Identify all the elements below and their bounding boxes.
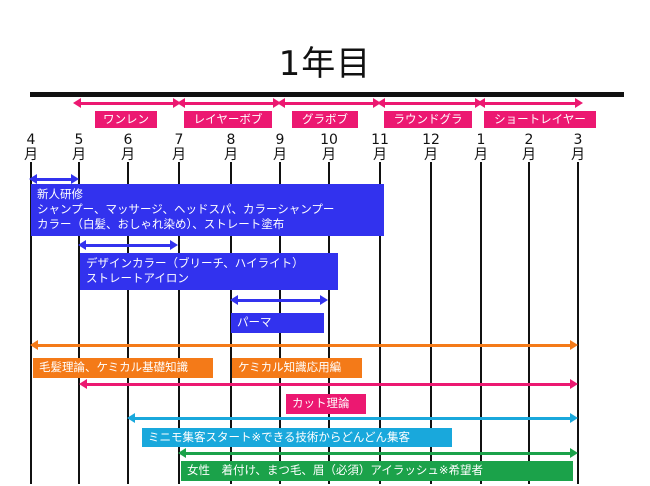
month-gridline	[480, 162, 482, 484]
minimo-block: ミニモ集客スタート※できる技術からどんどん集客	[142, 428, 452, 447]
hair-theory-block: 毛髪理論、ケミカル基礎知識	[33, 358, 213, 378]
phase-label-round-grad: ラウンドグラ	[384, 111, 472, 128]
training-line1: シャンプー、マッサージ、ヘッドスパ、カラーシャンプー	[37, 202, 335, 216]
month-gridline	[127, 162, 129, 484]
month-gridline	[328, 162, 330, 484]
phase-arrow-short-layer	[477, 98, 583, 108]
month-gridline	[430, 162, 432, 484]
cut-theory-block: カット理論	[286, 394, 366, 414]
design-color-line2: ストレートアイロン	[86, 271, 189, 285]
phase-label-layer-bob: レイヤーボブ	[184, 111, 272, 128]
month-gridline	[30, 162, 32, 484]
training-title: 新人研修	[37, 187, 83, 201]
design-color-arrow	[78, 240, 178, 250]
phase-label-short-layer: ショートレイヤー	[484, 111, 596, 128]
month-gridline	[178, 162, 180, 484]
phase-arrow-round-grad	[377, 98, 483, 108]
training-arrow	[29, 174, 79, 184]
phase-arrow-grad-bob	[277, 98, 381, 108]
phase-arrow-layer-bob	[177, 98, 281, 108]
female-services-block: 女性 着付け、まつ毛、眉（必須）アイラッシュ※希望者	[181, 461, 573, 481]
month-gridline	[78, 162, 80, 484]
month-gridline	[528, 162, 530, 484]
month-gridline	[379, 162, 381, 484]
cut-theory-arrow	[79, 379, 578, 389]
header-divider	[30, 92, 624, 97]
training-line2: カラー（白髪、おしゃれ染め）、ストレート塗布	[37, 217, 285, 231]
phase-label-grad-bob: グラボブ	[292, 111, 358, 128]
design-color-block: デザインカラー（ブリーチ、ハイライト） ストレートアイロン	[80, 253, 338, 290]
female-services-arrow	[178, 448, 578, 458]
perm-block: パーマ	[231, 313, 324, 333]
chemical-applied-block: ケミカル知識応用編	[232, 358, 362, 378]
page-title: 1年目	[278, 44, 372, 84]
minimo-arrow	[127, 413, 578, 423]
month-gridline	[577, 162, 579, 484]
phase-label-onelength: ワンレン	[95, 111, 157, 128]
design-color-line1: デザインカラー（ブリーチ、ハイライト）	[86, 256, 304, 270]
perm-arrow	[230, 295, 328, 305]
phase-arrow-onelength	[73, 98, 181, 108]
chemical-arrow	[30, 340, 578, 350]
training-block: 新人研修 シャンプー、マッサージ、ヘッドスパ、カラーシャンプー カラー（白髪、お…	[31, 184, 384, 236]
